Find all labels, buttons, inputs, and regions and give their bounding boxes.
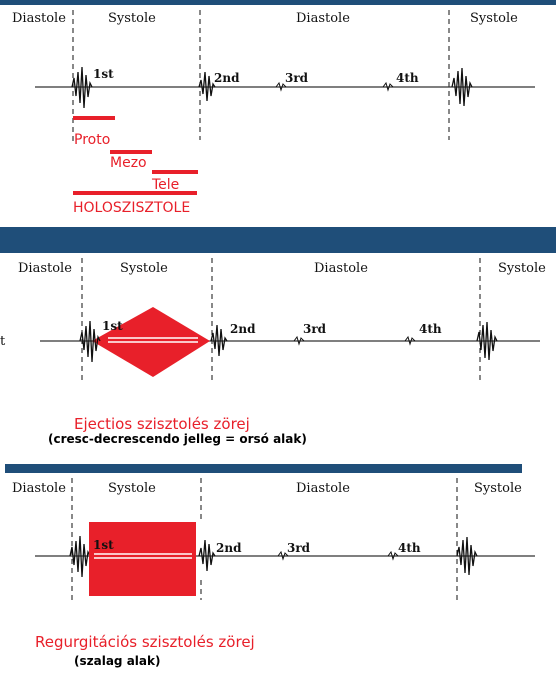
- sound-label-3rd: 3rd: [303, 322, 327, 336]
- phase-label-systole-2: Systole: [498, 261, 546, 276]
- ejection-murmur-subcaption: (cresc-decrescendo jelleg = orsó alak): [48, 432, 307, 446]
- regurgitation-murmur-caption: Regurgitációs szisztolés zörej: [35, 633, 255, 651]
- heart-sound-s3: [277, 550, 289, 561]
- heart-sound-s2: [198, 539, 216, 572]
- sound-label-1st: 1st: [93, 538, 114, 552]
- murmur-label-mezo: Mezo: [110, 155, 147, 171]
- phase-label-diastole-2: Diastole: [296, 481, 350, 496]
- sound-label-2nd: 2nd: [230, 322, 256, 336]
- phase-label-diastole-1: Diastole: [12, 11, 66, 26]
- heart-sound-s4: [382, 81, 394, 92]
- ejection-murmur-caption: Ejectios szisztolés zörej: [74, 415, 250, 433]
- phase-label-diastole-2: Diastole: [296, 11, 350, 26]
- panel-1: Diastole Systole Diastole Systole 1st 2n…: [12, 10, 535, 195]
- phase-label-systole-1: Systole: [108, 11, 156, 26]
- murmur-label-proto: Proto: [74, 132, 111, 148]
- murmur-band-shape: [89, 522, 196, 596]
- heart-sound-s2: [198, 71, 216, 102]
- murmur-label-tele: Tele: [152, 177, 180, 193]
- heart-sound-s1: [71, 66, 93, 109]
- sound-label-2nd: 2nd: [214, 71, 240, 85]
- axis-fragment: t: [0, 334, 6, 349]
- heart-sound-s4: [387, 550, 399, 561]
- separator-bar-2: [5, 464, 522, 473]
- sound-label-2nd: 2nd: [216, 541, 242, 555]
- regurgitation-murmur-subcaption: (szalag alak): [74, 654, 161, 668]
- sound-label-4th: 4th: [398, 541, 421, 555]
- heart-sound-s1: [69, 535, 91, 578]
- phase-label-systole-2: Systole: [474, 481, 522, 496]
- panel-3: Diastole Systole Diastole Systole 1st 2n…: [12, 478, 535, 600]
- heart-sound-s2: [210, 324, 228, 357]
- sound-label-1st: 1st: [93, 67, 114, 81]
- heart-sound-s3: [293, 335, 305, 346]
- panel-2: Diastole Systole Diastole Systole t 1st …: [0, 258, 546, 380]
- murmur-label-holo: HOLOSZISZTOLE: [73, 200, 191, 216]
- sound-label-4th: 4th: [419, 322, 442, 336]
- heart-sound-s1-next: [456, 536, 478, 576]
- separator-bar-1: [0, 227, 556, 253]
- sound-label-4th: 4th: [396, 71, 419, 85]
- heart-sound-s1-next: [476, 321, 498, 361]
- heart-sound-s3: [275, 81, 287, 92]
- heart-sound-s4: [404, 335, 416, 346]
- phase-label-systole-1: Systole: [108, 481, 156, 496]
- heart-sound-s1-next: [451, 67, 473, 107]
- phase-label-systole-2: Systole: [470, 11, 518, 26]
- phase-label-systole-1: Systole: [120, 261, 168, 276]
- phase-label-diastole-2: Diastole: [314, 261, 368, 276]
- phase-label-diastole-1: Diastole: [18, 261, 72, 276]
- sound-label-3rd: 3rd: [285, 71, 309, 85]
- phase-label-diastole-1: Diastole: [12, 481, 66, 496]
- sound-label-1st: 1st: [102, 319, 123, 333]
- sound-label-3rd: 3rd: [287, 541, 311, 555]
- heart-sound-s1: [79, 320, 101, 363]
- top-bar: [0, 0, 556, 5]
